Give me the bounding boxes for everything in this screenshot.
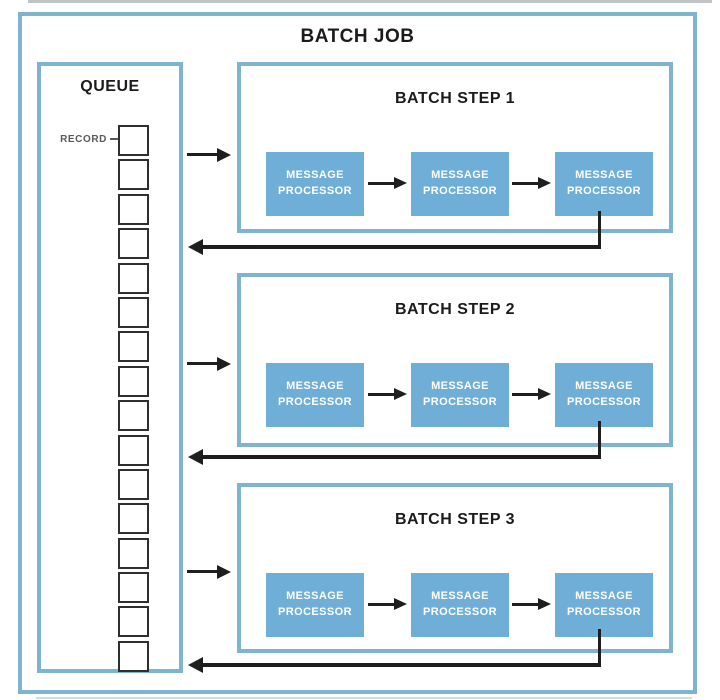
queue-record-square — [118, 468, 149, 500]
queue-record-square — [118, 125, 149, 156]
step3-return-arrow-horizontal — [201, 663, 601, 667]
processor-flow-arrow — [511, 175, 551, 193]
message-processor-box: MESSAGE PROCESSOR — [411, 363, 509, 427]
queue-record-square — [118, 640, 149, 672]
message-processor-box: MESSAGE PROCESSOR — [555, 363, 653, 427]
message-processor-box: MESSAGE PROCESSOR — [411, 152, 509, 216]
batch-step-2-title: BATCH STEP 2 — [394, 301, 516, 318]
step3-return-arrow-vertical — [598, 629, 602, 666]
top-crop-artifact-line — [28, 0, 712, 3]
step2-return-arrow-horizontal — [201, 455, 601, 459]
processor-flow-arrow — [367, 175, 407, 193]
message-processor-box: MESSAGE PROCESSOR — [555, 152, 653, 216]
processor-flow-arrow — [367, 596, 407, 614]
queue-record-square — [118, 400, 149, 432]
message-processor-box: MESSAGE PROCESSOR — [266, 363, 364, 427]
queue-to-step3-arrow — [187, 563, 231, 581]
message-processor-box: MESSAGE PROCESSOR — [266, 152, 364, 216]
queue-record-square — [118, 365, 149, 397]
message-processor-box: MESSAGE PROCESSOR — [555, 573, 653, 637]
queue-record-square — [118, 606, 149, 638]
queue-record-list — [118, 125, 151, 675]
step3-return-arrowhead — [188, 657, 203, 673]
batch-step-1-container: BATCH STEP 1 MESSAGE PROCESSOR MESSAGE P… — [237, 62, 673, 233]
queue-to-step2-arrow — [187, 355, 231, 373]
batch-job-title: BATCH JOB — [300, 26, 415, 47]
processor-flow-arrow — [511, 596, 551, 614]
message-processor-box: MESSAGE PROCESSOR — [266, 573, 364, 637]
step2-return-arrow-vertical — [598, 421, 602, 459]
batch-step-2-container: BATCH STEP 2 MESSAGE PROCESSOR MESSAGE P… — [237, 273, 673, 447]
record-callout-dash — [110, 138, 118, 140]
processor-flow-arrow — [511, 386, 551, 404]
queue-record-square — [118, 572, 149, 604]
queue-record-square — [118, 228, 149, 260]
message-processor-box: MESSAGE PROCESSOR — [411, 573, 509, 637]
queue-record-square — [118, 262, 149, 294]
queue-title: QUEUE — [80, 78, 140, 95]
queue-record-square — [118, 434, 149, 466]
step1-return-arrowhead — [188, 239, 203, 255]
batch-step-1-title: BATCH STEP 1 — [394, 90, 516, 107]
record-callout: RECORD — [42, 132, 118, 146]
step2-return-arrowhead — [188, 449, 203, 465]
queue-to-step1-arrow — [187, 146, 231, 164]
processor-flow-arrow — [367, 386, 407, 404]
bottom-crop-artifact-line — [36, 697, 692, 699]
record-label: RECORD — [60, 133, 107, 145]
queue-record-square — [118, 537, 149, 569]
queue-record-square — [118, 331, 149, 363]
queue-record-square — [118, 193, 149, 225]
queue-record-square — [118, 296, 149, 328]
queue-record-square — [118, 159, 149, 191]
queue-container — [37, 62, 183, 673]
step1-return-arrow-vertical — [598, 211, 602, 248]
queue-record-square — [118, 503, 149, 535]
batch-step-3-title: BATCH STEP 3 — [394, 511, 516, 528]
step1-return-arrow-horizontal — [201, 245, 601, 249]
batch-step-3-container: BATCH STEP 3 MESSAGE PROCESSOR MESSAGE P… — [237, 483, 673, 653]
